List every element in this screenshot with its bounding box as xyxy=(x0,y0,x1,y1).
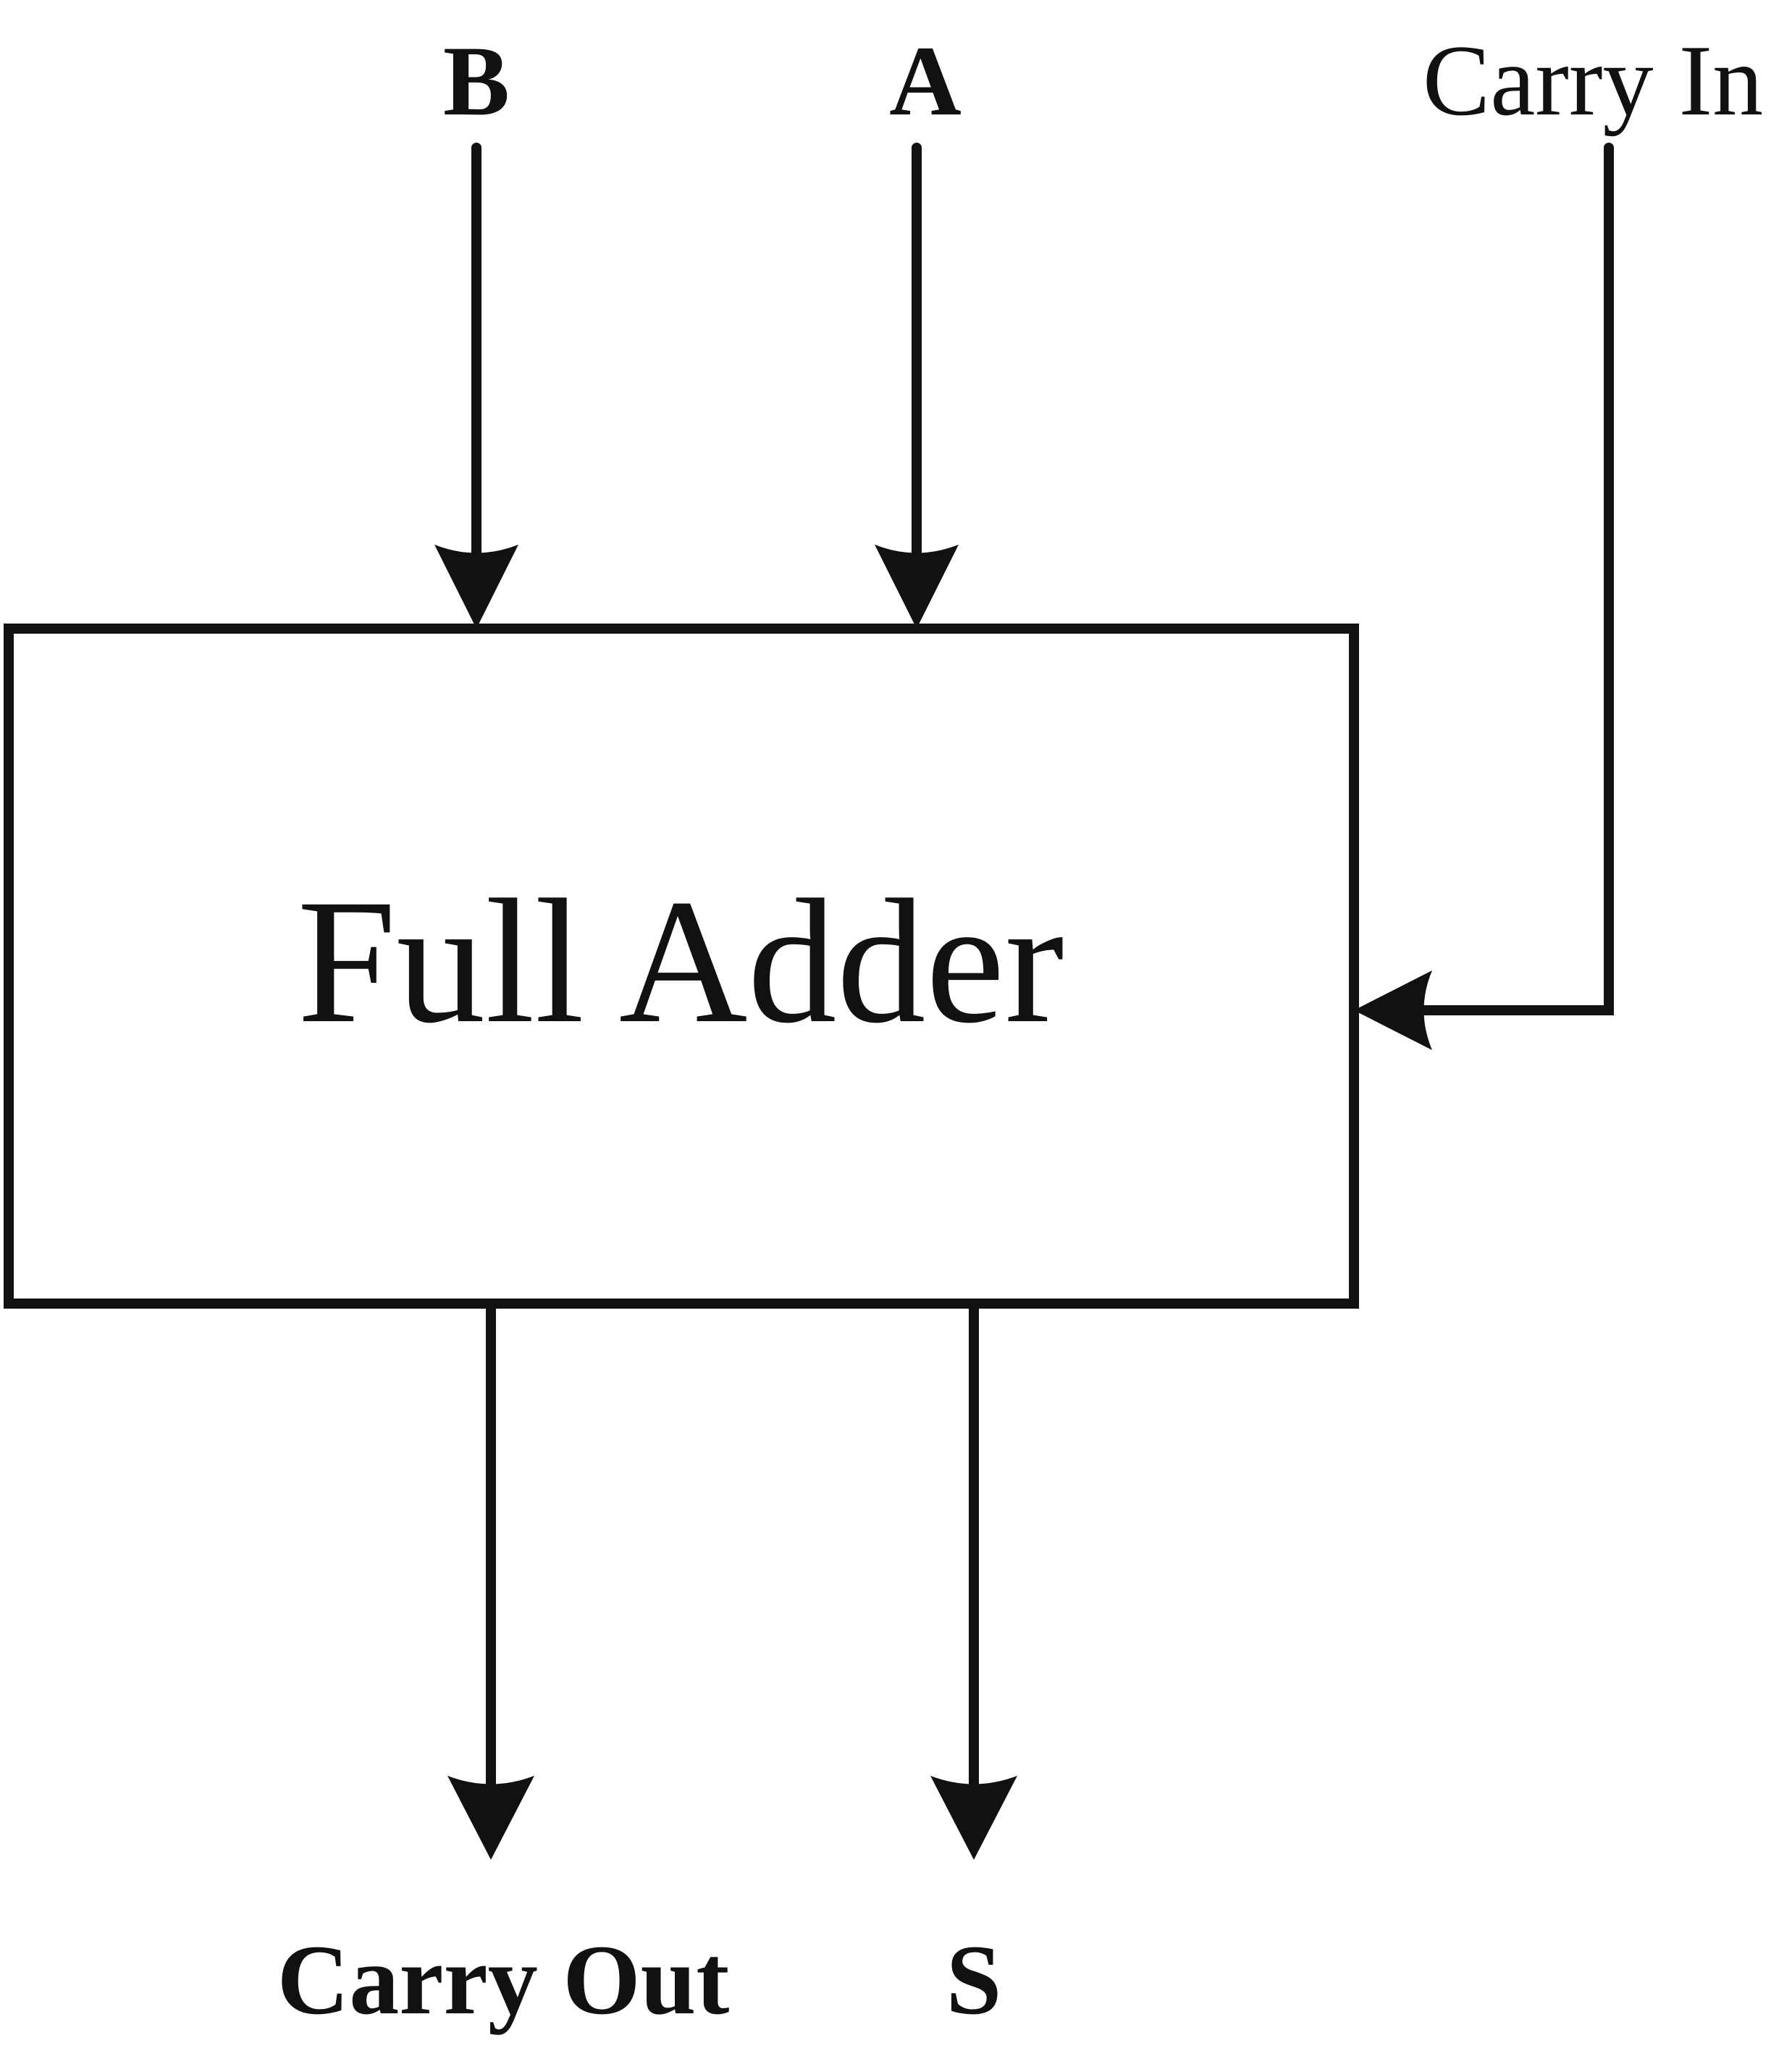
input-a-arrowhead xyxy=(875,545,959,629)
carry-in-wire xyxy=(1414,143,1614,1015)
input-b-arrowhead xyxy=(434,545,518,629)
carry-in-label: Carry In xyxy=(1423,25,1763,137)
input-a-label: A xyxy=(889,25,962,136)
carry-out-label: Carry Out xyxy=(277,1924,730,2035)
input-b-label: B xyxy=(443,25,510,136)
block-title: Full Adder xyxy=(297,863,1064,1060)
s-label: S xyxy=(946,1924,1002,2035)
full-adder-block xyxy=(4,624,1359,1309)
carry-out-arrowhead xyxy=(447,1776,534,1860)
s-arrowhead xyxy=(930,1776,1017,1860)
carry-in-arrowhead xyxy=(1354,970,1432,1050)
